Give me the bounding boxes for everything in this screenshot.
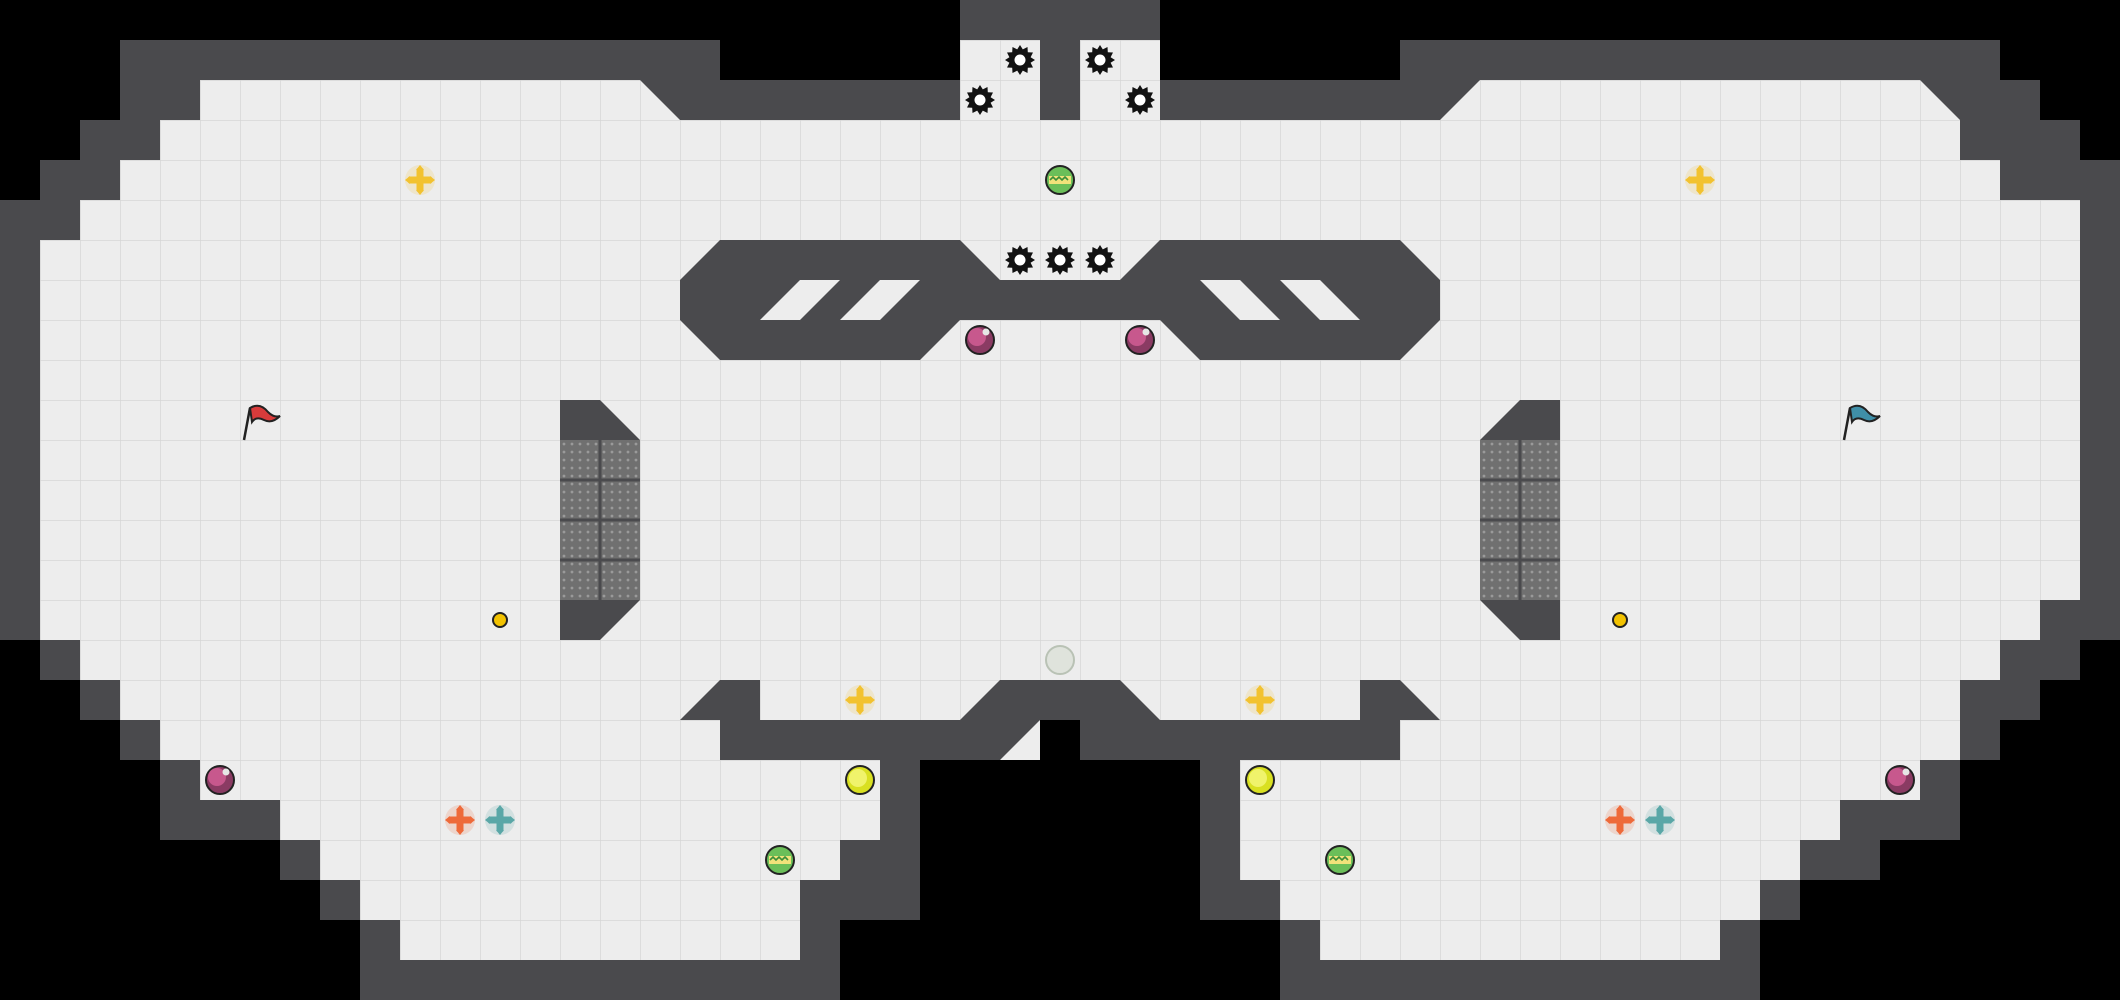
spike-icon	[1005, 245, 1035, 275]
spike-icon	[1125, 85, 1155, 115]
bomb-icon	[205, 765, 235, 795]
markers	[205, 45, 1915, 875]
powerup-icon	[1325, 845, 1355, 875]
red-flag-icon[interactable]	[242, 404, 281, 441]
speed-pad-icon	[492, 612, 508, 628]
top-chimney-wall	[1040, 40, 1080, 120]
floor-left-pocket	[160, 720, 880, 960]
bomb-icon	[965, 325, 995, 355]
spike-icon	[1005, 45, 1035, 75]
bridge-hole	[1280, 280, 1360, 320]
bottom-center-notch	[1040, 720, 1080, 760]
blue-boost-icon	[1645, 805, 1675, 835]
right-block	[1480, 400, 1560, 640]
gate-marker-icon	[1045, 645, 1075, 675]
powerup-icon	[765, 845, 795, 875]
left-block	[560, 400, 640, 640]
button-icon[interactable]	[845, 765, 875, 795]
bottom-void	[920, 760, 1200, 1000]
boost-icon	[405, 165, 435, 195]
bomb-icon	[1125, 325, 1155, 355]
blue-flag-icon[interactable]	[1842, 404, 1881, 441]
bridge-hole	[1200, 280, 1280, 320]
central-bridge	[680, 240, 1440, 360]
boost-icon	[845, 685, 875, 715]
bomb-icon	[1885, 765, 1915, 795]
bridge-hole	[840, 280, 920, 320]
floor-right-pocket	[1240, 720, 1960, 960]
spike-icon	[1085, 245, 1115, 275]
blue-boost-icon	[485, 805, 515, 835]
spike-icon	[1085, 45, 1115, 75]
button-icon[interactable]	[1245, 765, 1275, 795]
red-boost-icon	[445, 805, 475, 835]
spike-icon	[965, 85, 995, 115]
bottom-center-wall	[680, 680, 1440, 920]
red-boost-icon	[1605, 805, 1635, 835]
bridge-hole	[760, 280, 840, 320]
boost-icon	[1685, 165, 1715, 195]
spike-icon	[1045, 245, 1075, 275]
boost-icon	[1245, 685, 1275, 715]
speed-pad-icon	[1612, 612, 1628, 628]
powerup-icon	[1045, 165, 1075, 195]
